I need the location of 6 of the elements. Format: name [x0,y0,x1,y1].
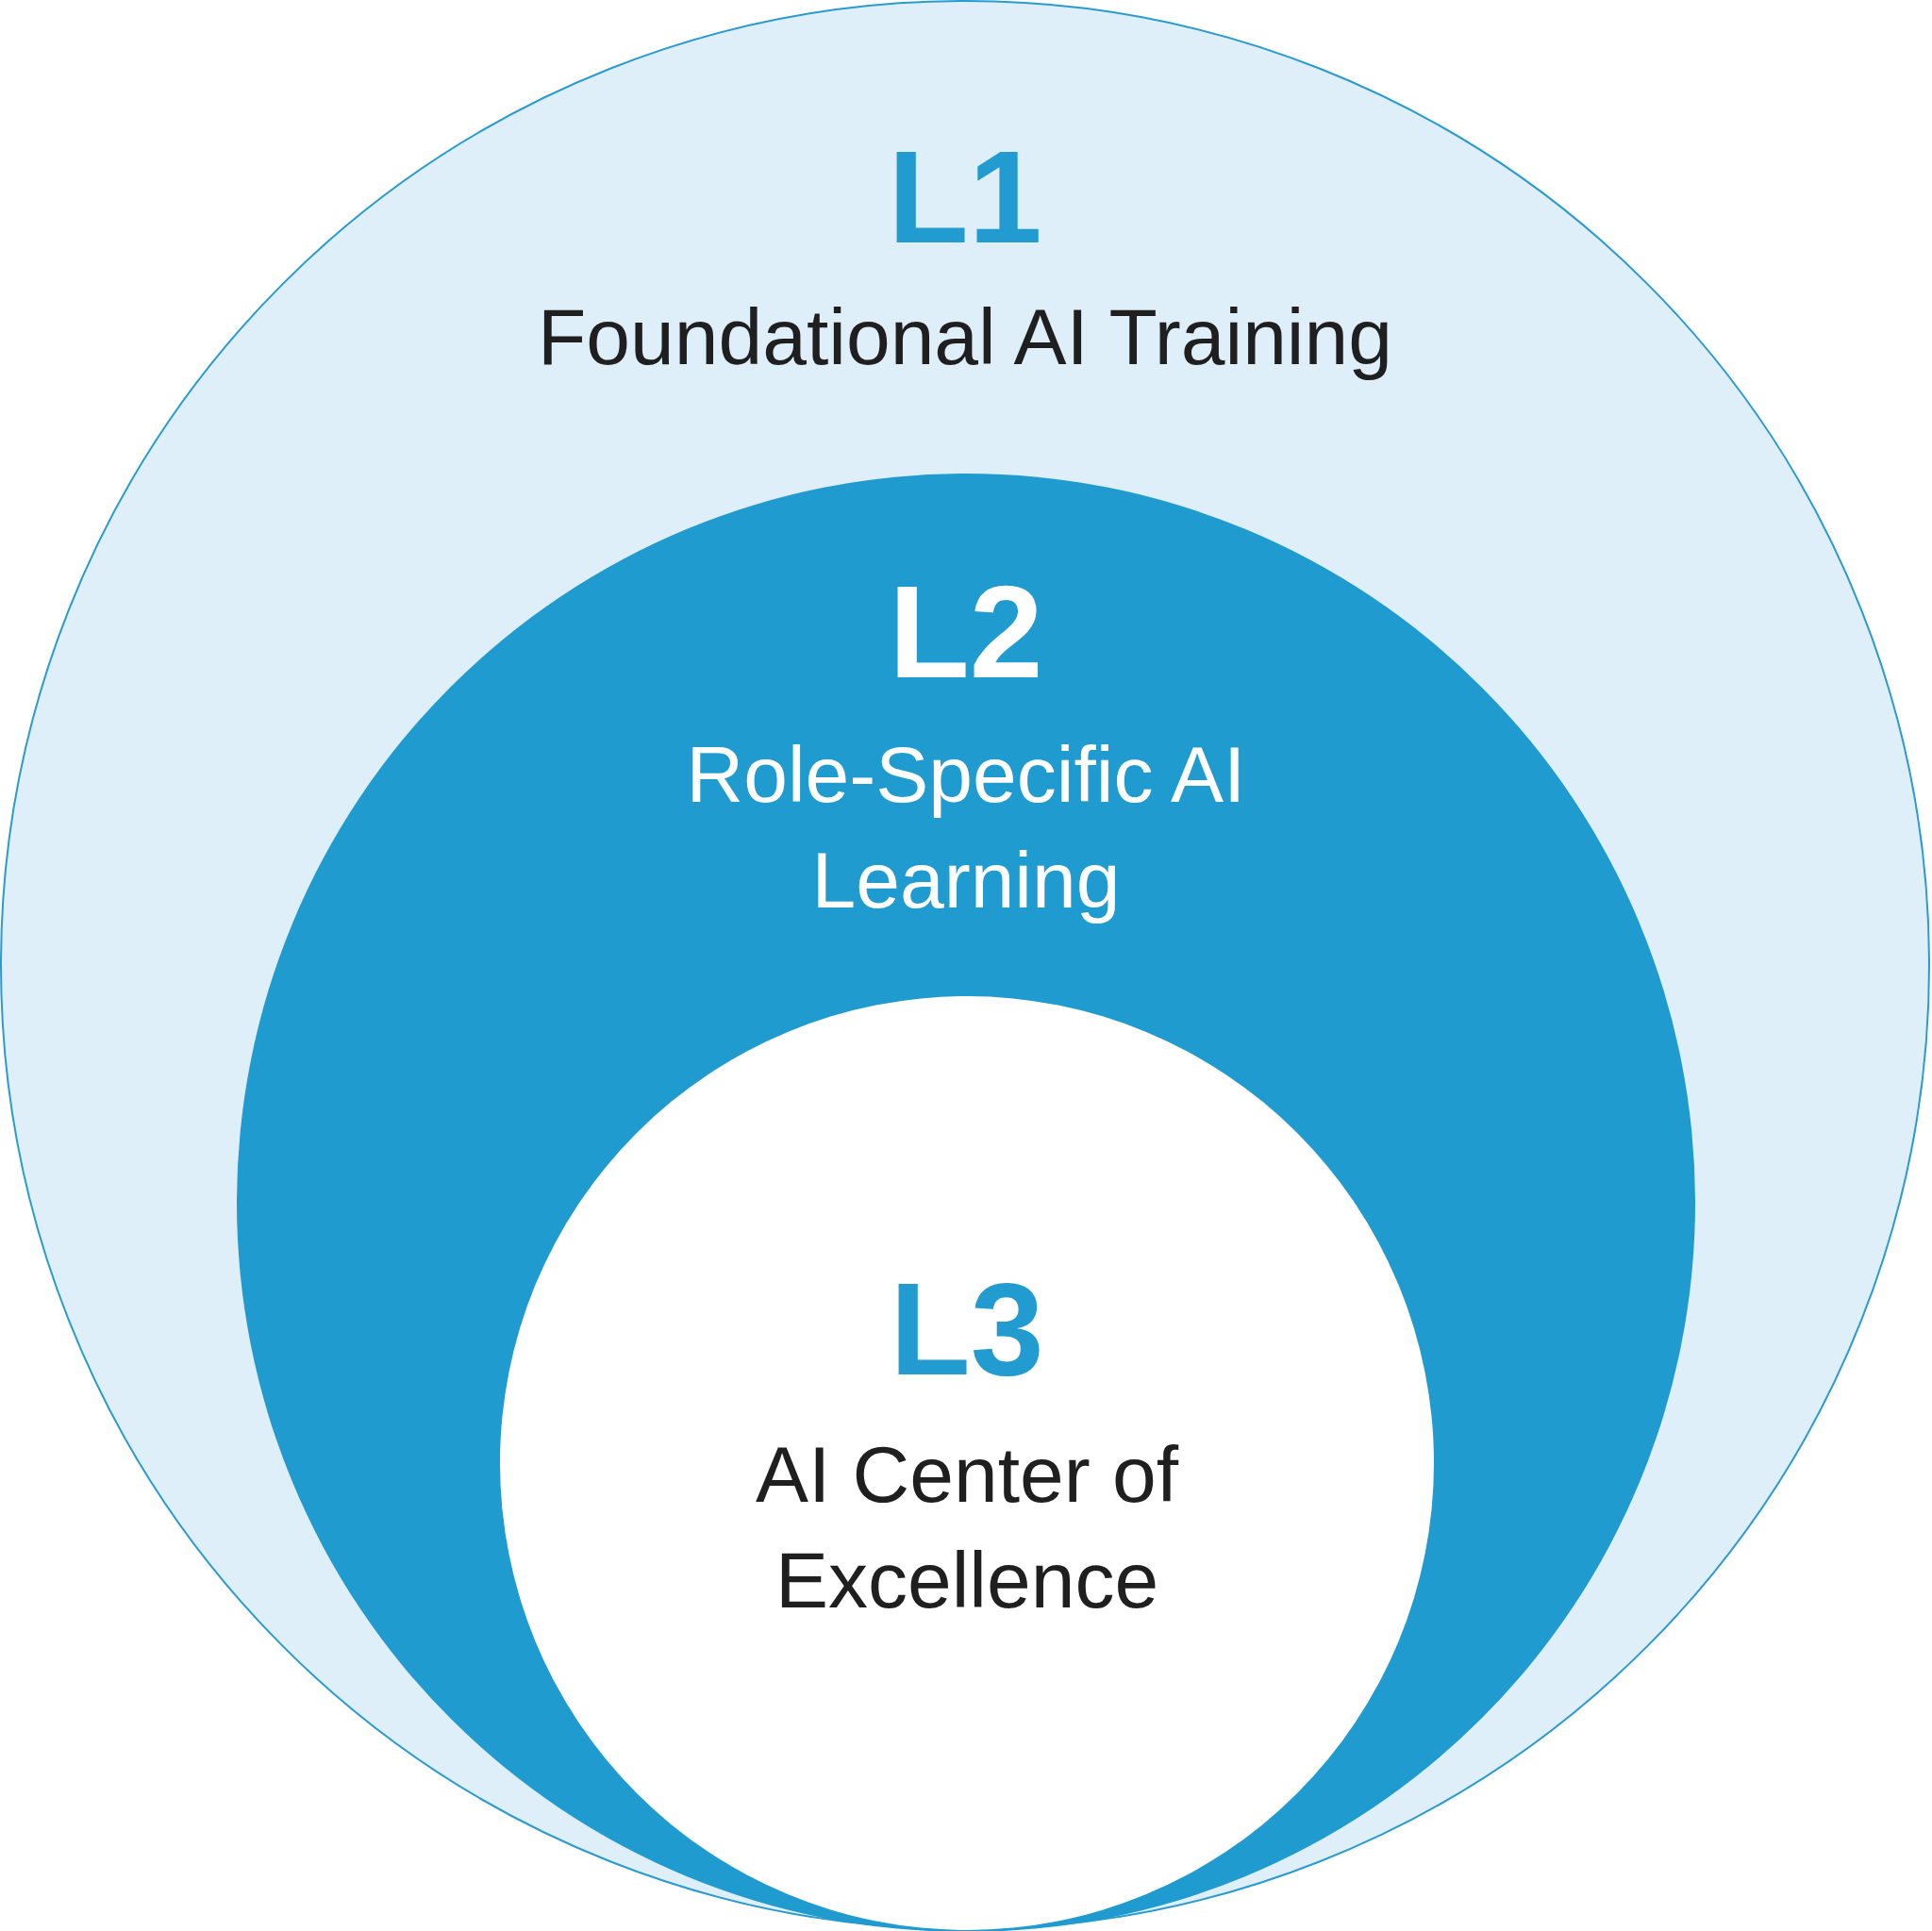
level-title: Foundational AI Training [538,291,1392,383]
level-number: L1 [888,125,1042,270]
level-number: L2 [889,559,1043,705]
level-title: Role-Specific AI Learning [685,729,1247,926]
level-title: AI Center of Excellence [754,1429,1180,1626]
level-number: L3 [890,1257,1044,1402]
